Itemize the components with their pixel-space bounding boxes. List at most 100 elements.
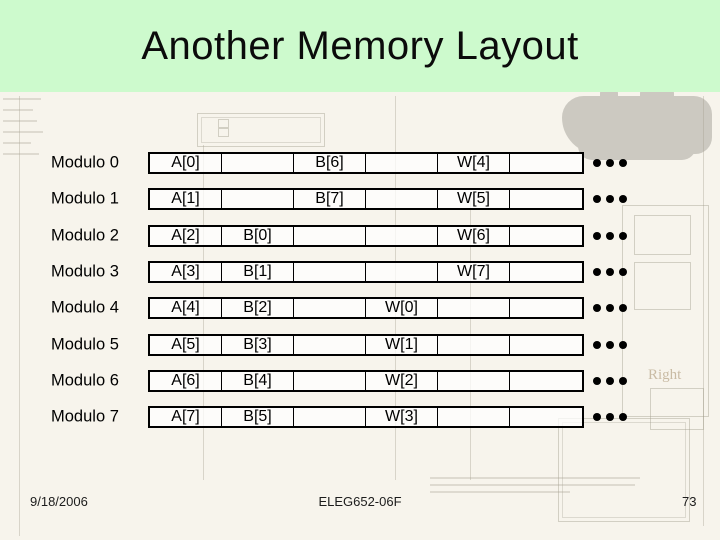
dot-icon: • bbox=[593, 340, 601, 349]
memory-cell bbox=[438, 408, 510, 427]
memory-strip: A[4]B[2] W[0] bbox=[148, 297, 584, 320]
table-row: Modulo 2 A[2]B[0] W[6] • • • bbox=[0, 224, 720, 247]
memory-cell: B[6] bbox=[294, 154, 366, 172]
ellipsis-dots-icon: • • • bbox=[593, 376, 627, 385]
dot-icon: • bbox=[619, 376, 627, 385]
dot-icon: • bbox=[606, 159, 614, 167]
memory-cell bbox=[510, 226, 582, 245]
dot-icon: • bbox=[593, 195, 601, 204]
dot-icon: • bbox=[593, 267, 601, 276]
ellipsis-dots-icon: • • • bbox=[593, 267, 627, 276]
table-row: Modulo 3A[3]B[1]W[7]••• bbox=[0, 260, 720, 283]
dot-icon: • bbox=[606, 267, 614, 276]
row-label: Modulo 0 bbox=[51, 153, 119, 172]
dot-icon: • bbox=[606, 304, 614, 313]
memory-cell: W[3] bbox=[366, 408, 438, 427]
dot-icon: • bbox=[593, 413, 601, 422]
memory-strip: A[0]B[6]W[4] bbox=[148, 152, 584, 174]
memory-cell bbox=[510, 299, 582, 318]
row-label: Modulo 5 bbox=[51, 335, 119, 353]
memory-cell bbox=[510, 190, 582, 209]
dot-icon: • bbox=[619, 340, 627, 349]
memory-cell bbox=[510, 335, 582, 354]
dot-icon: • bbox=[593, 376, 601, 385]
title-bar: Another Memory Layout bbox=[0, 0, 720, 92]
memory-cell bbox=[510, 371, 582, 390]
row-label: Modulo 3 bbox=[51, 262, 119, 281]
memory-cell: B[1] bbox=[222, 262, 294, 281]
ellipsis-dots-icon: • • • bbox=[593, 159, 627, 167]
memory-cell bbox=[366, 226, 438, 245]
ellipsis-dots-icon: • • • bbox=[593, 413, 627, 422]
dot-icon: • bbox=[593, 304, 601, 313]
memory-cell bbox=[510, 262, 582, 281]
memory-cell: A[2] bbox=[150, 226, 222, 245]
memory-cell bbox=[222, 154, 294, 172]
memory-cell bbox=[438, 299, 510, 318]
dot-icon: • bbox=[619, 159, 627, 167]
dot-icon: • bbox=[606, 195, 614, 204]
dot-icon: • bbox=[606, 231, 614, 240]
memory-cell: A[4] bbox=[150, 299, 222, 318]
memory-cell: B[3] bbox=[222, 335, 294, 354]
memory-cell bbox=[294, 262, 366, 281]
dot-icon: • bbox=[593, 159, 601, 167]
memory-cell: W[5] bbox=[438, 190, 510, 209]
table-row: Modulo 4A[4]B[2]W[0]••• bbox=[0, 297, 720, 320]
memory-strip: A[6]B[4] W[2] bbox=[148, 369, 584, 392]
memory-cell: A[5] bbox=[150, 335, 222, 354]
dot-icon: • bbox=[619, 195, 627, 204]
memory-cell: B[5] bbox=[222, 408, 294, 427]
memory-cell bbox=[510, 408, 582, 427]
dot-icon: • bbox=[619, 413, 627, 422]
memory-cell: A[6] bbox=[150, 371, 222, 390]
table-row: Modulo 7 A[7]B[5] W[3] • • • bbox=[0, 406, 720, 429]
memory-cell bbox=[438, 371, 510, 390]
row-label: Modulo 7 bbox=[51, 407, 119, 426]
dot-icon: • bbox=[606, 376, 614, 385]
ellipsis-dots-icon: • • • bbox=[593, 304, 627, 313]
dot-icon: • bbox=[619, 304, 627, 313]
memory-cell: W[2] bbox=[366, 371, 438, 390]
row-label: Modulo 2 bbox=[51, 226, 119, 245]
memory-cell: W[6] bbox=[438, 226, 510, 245]
memory-cell bbox=[294, 408, 366, 427]
memory-cell bbox=[294, 226, 366, 245]
memory-cell bbox=[438, 335, 510, 354]
table-row: Modulo 1 A[1] B[7] W[5] • • • bbox=[0, 188, 720, 211]
dot-icon: • bbox=[619, 267, 627, 276]
row-label: Modulo 1 bbox=[51, 189, 119, 208]
memory-cell bbox=[366, 190, 438, 209]
table-row: Modulo 0A[0]B[6]W[4]••• bbox=[0, 152, 720, 174]
memory-cell: A[7] bbox=[150, 408, 222, 427]
table-row: Modulo 5 A[5]B[3] W[1] • • • bbox=[0, 333, 720, 356]
memory-strip: A[1] B[7] W[5] bbox=[148, 188, 584, 211]
ellipsis-dots-icon: • • • bbox=[593, 195, 627, 204]
memory-cell: A[0] bbox=[150, 154, 222, 172]
dot-icon: • bbox=[593, 231, 601, 240]
memory-cell: B[2] bbox=[222, 299, 294, 318]
dot-icon: • bbox=[606, 413, 614, 422]
ellipsis-dots-icon: • • • bbox=[593, 231, 627, 240]
memory-cell: B[4] bbox=[222, 371, 294, 390]
row-label: Modulo 6 bbox=[51, 371, 119, 390]
memory-cell: W[1] bbox=[366, 335, 438, 354]
memory-cell bbox=[294, 299, 366, 318]
memory-strip: A[2]B[0] W[6] bbox=[148, 224, 584, 247]
memory-cell bbox=[222, 190, 294, 209]
memory-cell: A[1] bbox=[150, 190, 222, 209]
memory-cell: W[0] bbox=[366, 299, 438, 318]
dot-icon: • bbox=[606, 340, 614, 349]
memory-strip: A[5]B[3] W[1] bbox=[148, 333, 584, 356]
memory-strip: A[7]B[5] W[3] bbox=[148, 406, 584, 429]
table-row: Modulo 6 A[6]B[4] W[2] • • • bbox=[0, 369, 720, 392]
memory-cell: B[7] bbox=[294, 190, 366, 209]
ellipsis-dots-icon: • • • bbox=[593, 340, 627, 349]
memory-cell bbox=[294, 371, 366, 390]
memory-cell: B[0] bbox=[222, 226, 294, 245]
memory-cell bbox=[510, 154, 582, 172]
dot-icon: • bbox=[619, 231, 627, 240]
memory-cell: W[7] bbox=[438, 262, 510, 281]
